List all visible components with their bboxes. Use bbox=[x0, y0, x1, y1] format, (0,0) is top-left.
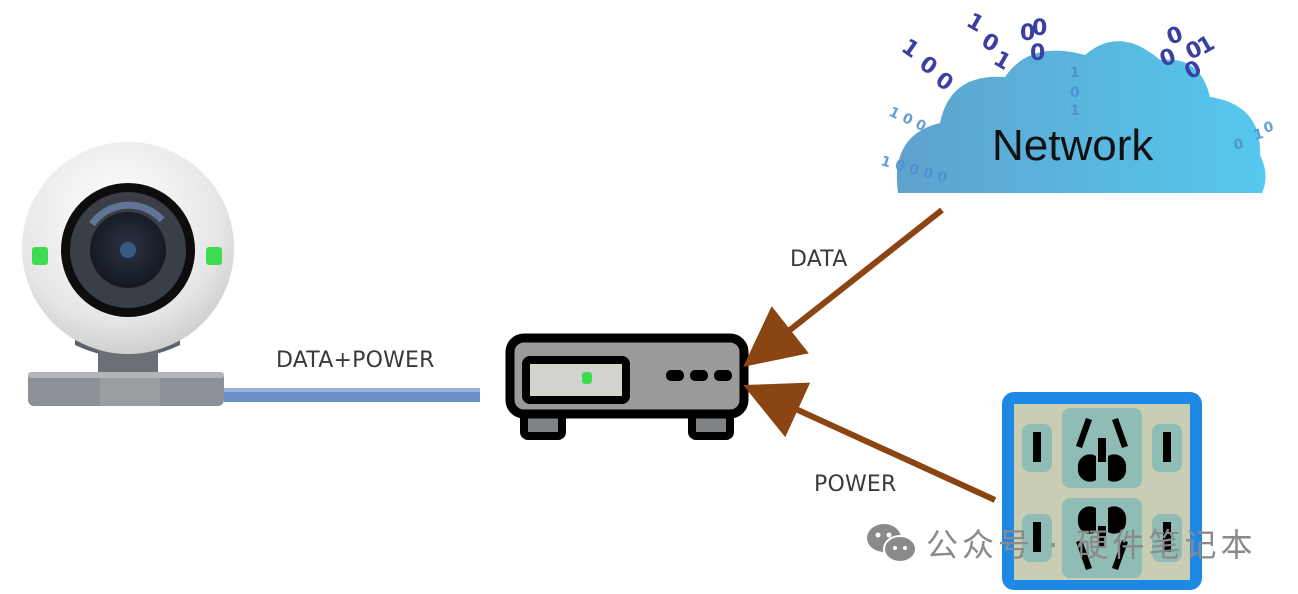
svg-text:0: 0 bbox=[1020, 21, 1035, 46]
network-label: Network bbox=[992, 121, 1154, 170]
data-arrow bbox=[743, 207, 944, 367]
svg-text:1: 1 bbox=[1252, 126, 1266, 144]
poe-device-icon bbox=[505, 333, 749, 440]
watermark-text: 公众号 · 硬件笔记本 bbox=[926, 526, 1257, 564]
svg-text:1: 1 bbox=[1070, 103, 1080, 119]
power-arrow bbox=[743, 382, 997, 503]
svg-text:0: 0 bbox=[1262, 119, 1276, 137]
camera-icon bbox=[22, 142, 234, 406]
svg-text:0: 0 bbox=[1032, 16, 1047, 41]
svg-text:0: 0 bbox=[1070, 85, 1080, 101]
network-cloud-icon: 1 0 0 1 0 1 0 0 0 0 0 0 1 0 1 0 0 0 0 1 … bbox=[879, 9, 1276, 194]
power-arrow-label: POWER bbox=[814, 472, 897, 497]
data-power-cable bbox=[224, 388, 480, 402]
svg-text:0: 0 bbox=[1232, 136, 1246, 154]
cable-label: DATA+POWER bbox=[276, 348, 435, 373]
svg-text:1: 1 bbox=[1070, 65, 1080, 81]
power-outlet-icon bbox=[1002, 392, 1202, 590]
data-arrow-label: DATA bbox=[790, 247, 848, 272]
svg-text:0: 0 bbox=[1030, 41, 1045, 66]
wechat-icon bbox=[867, 524, 917, 563]
